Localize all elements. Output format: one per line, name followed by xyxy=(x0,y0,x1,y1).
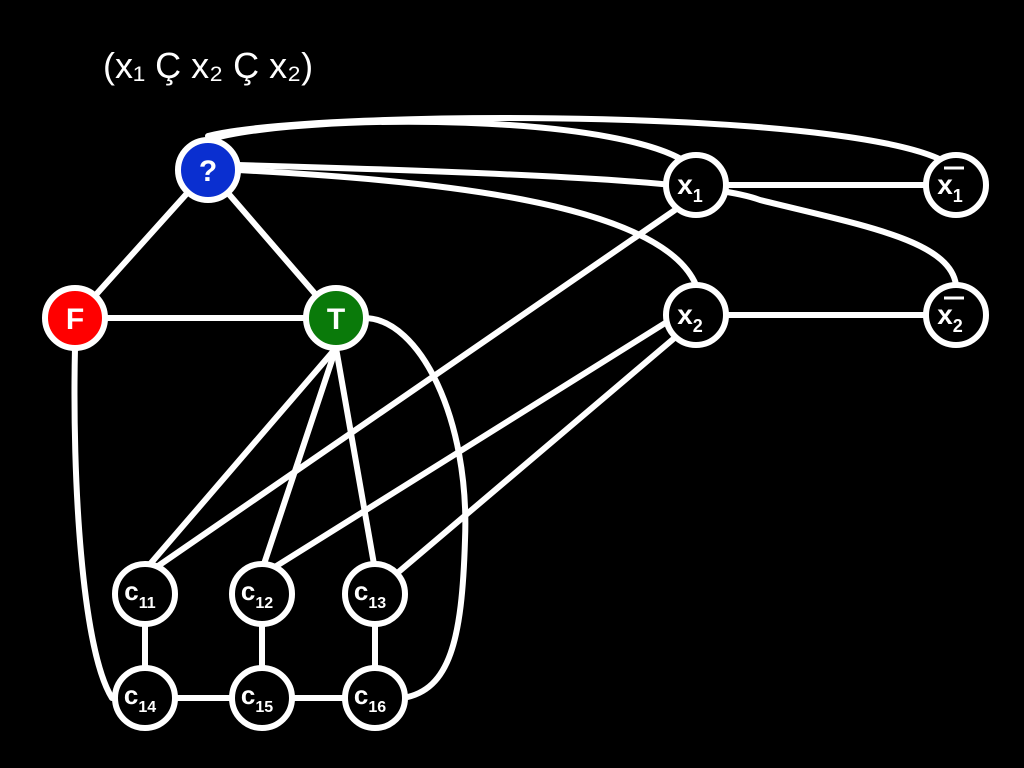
node-not-x2-sub: 2 xyxy=(953,316,963,336)
node-unknown-label: ? xyxy=(199,155,217,188)
edge-x2-c12 xyxy=(259,317,673,578)
node-c15-circle xyxy=(229,665,295,731)
node-not-x2-base: x xyxy=(937,299,953,330)
node-c16-label: c16 xyxy=(354,680,386,716)
node-c11-circle xyxy=(112,561,178,627)
node-c14-label: c14 xyxy=(124,680,156,716)
node-true-circle xyxy=(303,285,369,351)
edge-x2-c13 xyxy=(392,332,681,578)
node-false-circle xyxy=(42,285,108,351)
edge-t-c12 xyxy=(259,345,339,573)
node-c13: c13 xyxy=(342,561,408,627)
edges xyxy=(71,115,959,701)
node-x2-sub: 2 xyxy=(693,316,703,336)
node-x1-circle xyxy=(663,152,729,218)
node-c12-base: c xyxy=(241,576,255,606)
node-not-x2-circle xyxy=(923,282,989,348)
node-not-x2: x2 xyxy=(923,282,989,348)
node-x2-base: x xyxy=(677,299,693,330)
node-false-label: F xyxy=(66,303,84,336)
node-c13-base: c xyxy=(354,576,368,606)
node-c11-base: c xyxy=(124,576,138,606)
node-x1-base: x xyxy=(677,169,693,200)
edge-q-x2 xyxy=(235,167,699,288)
node-x1-label: x1 xyxy=(677,169,703,206)
node-x2-circle xyxy=(663,282,729,348)
node-x2: x2 xyxy=(663,282,729,348)
node-c15: c15 xyxy=(229,665,295,731)
edge-q-f xyxy=(72,167,211,321)
node-c13-circle xyxy=(342,561,408,627)
node-not-x1-label: x1 xyxy=(937,169,963,206)
edge-q-x1 xyxy=(205,118,699,173)
node-false: F xyxy=(42,285,108,351)
node-not-x2-label: x2 xyxy=(937,299,963,336)
node-unknown: ? xyxy=(175,137,241,203)
edge-t-c16 xyxy=(361,315,469,701)
edge-q-nx1 xyxy=(205,115,959,173)
node-not-x1-base: x xyxy=(937,169,953,200)
node-not-x1-circle xyxy=(923,152,989,218)
node-c15-base: c xyxy=(241,680,255,710)
node-c13-sub: 13 xyxy=(368,595,386,612)
node-c14-sub: 14 xyxy=(138,699,156,716)
node-true-label: T xyxy=(327,303,345,336)
node-x1-sub: 1 xyxy=(693,186,703,206)
node-c14: c14 xyxy=(112,665,178,731)
edge-t-c11 xyxy=(142,345,339,573)
node-c15-label: c15 xyxy=(241,680,273,716)
node-c11-sub: 11 xyxy=(139,595,156,612)
node-c14-circle xyxy=(112,665,178,731)
node-c14-base: c xyxy=(124,680,138,710)
edge-f-c14 xyxy=(71,345,115,701)
node-c13-label: c13 xyxy=(354,576,386,612)
nodes: ? F T x1 x1 xyxy=(42,137,989,731)
node-c16-base: c xyxy=(354,680,368,710)
node-c16-circle xyxy=(342,665,408,731)
node-unknown-circle xyxy=(175,137,241,203)
edge-x1-c11 xyxy=(142,207,678,578)
edge-q-nx2 xyxy=(235,162,959,288)
node-c12-circle xyxy=(229,561,295,627)
node-true: T xyxy=(303,285,369,351)
node-c12: c12 xyxy=(229,561,295,627)
node-not-x1-sub: 1 xyxy=(953,186,963,206)
node-x2-label: x2 xyxy=(677,299,703,336)
node-not-x1: x1 xyxy=(923,152,989,218)
node-c11-label: c11 xyxy=(124,576,155,612)
node-x1: x1 xyxy=(663,152,729,218)
node-c15-sub: 15 xyxy=(255,699,273,716)
node-c12-sub: 12 xyxy=(255,595,273,612)
node-c16-sub: 16 xyxy=(368,699,386,716)
formula-title: (x₁ Ç x₂ Ç x₂) xyxy=(103,45,313,86)
node-c11: c11 xyxy=(112,561,178,627)
node-c16: c16 xyxy=(342,665,408,731)
edge-t-c13 xyxy=(333,345,378,573)
node-c12-label: c12 xyxy=(241,576,273,612)
